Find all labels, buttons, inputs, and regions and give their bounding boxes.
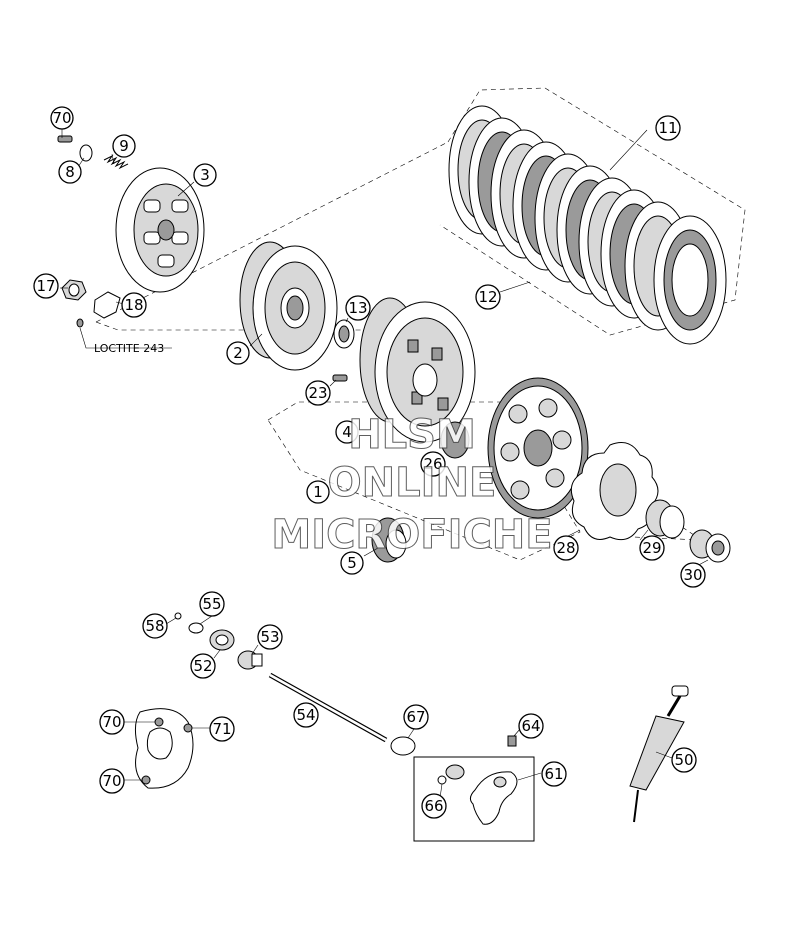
callout-11: 11 [655, 115, 681, 141]
svg-text:30: 30 [683, 566, 702, 584]
bushing [689, 529, 731, 563]
inner-clutch-hub [239, 241, 338, 371]
clutch-basket [359, 297, 476, 443]
svg-text:29: 29 [642, 539, 661, 557]
svg-text:67: 67 [406, 708, 425, 726]
pin-23 [332, 374, 348, 382]
gear-5 [371, 517, 407, 563]
callout-5: 5 [340, 551, 364, 575]
callout-61: 61 [541, 761, 567, 787]
callout-4: 4 [335, 420, 359, 444]
svg-text:13: 13 [348, 299, 367, 317]
callout-9: 9 [112, 134, 136, 158]
svg-text:5: 5 [347, 554, 357, 572]
callout-12: 12 [475, 284, 501, 310]
svg-text:4: 4 [342, 423, 352, 441]
svg-text:3: 3 [200, 166, 210, 184]
callout-53: 53 [257, 624, 283, 650]
washer-13 [333, 319, 355, 349]
watermark-line-3: MICROFICHE [271, 512, 552, 558]
pressure-plate [115, 167, 205, 293]
callout-26: 26 [420, 451, 446, 477]
svg-text:28: 28 [556, 539, 575, 557]
callout-8: 8 [58, 160, 82, 184]
callout-70a: 70 [50, 106, 74, 130]
callout-28: 28 [553, 535, 579, 561]
callout-52: 52 [190, 653, 216, 679]
callout-30: 30 [680, 562, 706, 588]
clutch-plates-stack [448, 105, 727, 345]
callout-70c: 70 [99, 768, 125, 794]
callout-3: 3 [193, 163, 217, 187]
kit-61-box [413, 756, 535, 842]
gear-26 [440, 421, 470, 459]
callout-66: 66 [421, 793, 447, 819]
svg-text:11: 11 [658, 119, 677, 137]
svg-text:64: 64 [521, 717, 540, 735]
callout-50: 50 [671, 747, 697, 773]
svg-text:1: 1 [313, 483, 323, 501]
svg-text:12: 12 [478, 288, 497, 306]
svg-text:70: 70 [102, 713, 121, 731]
leader-lines [60, 128, 709, 799]
svg-text:18: 18 [124, 296, 143, 314]
svg-text:70: 70 [52, 109, 71, 127]
syringe [629, 685, 689, 823]
callout-64: 64 [518, 713, 544, 739]
svg-text:54: 54 [296, 706, 315, 724]
svg-text:23: 23 [308, 384, 327, 402]
bolt-64 [507, 735, 517, 747]
screw-spring-parts [57, 135, 129, 170]
callout-67: 67 [403, 704, 429, 730]
svg-text:71: 71 [212, 720, 231, 738]
push-rod-highlight [269, 673, 387, 742]
callout-58: 58 [142, 613, 168, 639]
callout-54: 54 [293, 702, 319, 728]
callout-18: 18 [121, 292, 147, 318]
cylinder-cover [134, 708, 194, 789]
svg-text:55: 55 [202, 595, 221, 613]
watermark-line-2: ONLINE [328, 460, 497, 506]
nut-washer [61, 279, 121, 328]
svg-text:17: 17 [36, 277, 55, 295]
loctite-note: LOCTITE 243 [94, 342, 164, 355]
svg-text:58: 58 [145, 617, 164, 635]
svg-text:26: 26 [423, 455, 442, 473]
damper-hub [599, 463, 637, 517]
callout-70b: 70 [99, 709, 125, 735]
watermark-line-1: HLSM [348, 412, 476, 458]
callout-2: 2 [226, 341, 250, 365]
svg-text:70: 70 [102, 772, 121, 790]
watermark: HLSM ONLINE MICROFICHE [271, 412, 553, 559]
callout-55: 55 [199, 591, 225, 617]
callout-1: 1 [306, 480, 330, 504]
svg-text:2: 2 [233, 344, 243, 362]
callout-71: 71 [209, 716, 235, 742]
needle-bearing [645, 499, 685, 539]
svg-text:53: 53 [260, 628, 279, 646]
svg-text:61: 61 [544, 765, 563, 783]
callout-29: 29 [639, 535, 665, 561]
svg-text:50: 50 [674, 751, 693, 769]
callout-23: 23 [305, 380, 331, 406]
svg-text:9: 9 [119, 137, 129, 155]
release-lever [437, 764, 518, 825]
svg-text:52: 52 [193, 657, 212, 675]
primary-gear [487, 377, 589, 519]
svg-text:8: 8 [65, 163, 75, 181]
callout-17: 17 [33, 273, 59, 299]
o-ring [390, 736, 416, 756]
svg-text:66: 66 [424, 797, 443, 815]
callout-13: 13 [345, 295, 371, 321]
release-small-parts [174, 612, 263, 670]
